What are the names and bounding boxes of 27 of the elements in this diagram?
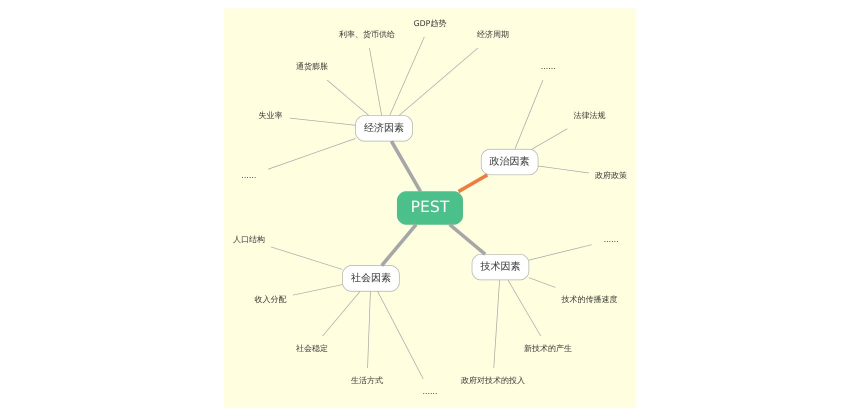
connector bbox=[530, 128, 568, 150]
connector bbox=[366, 291, 370, 368]
node-box: 经济因素 bbox=[354, 115, 412, 142]
connector bbox=[528, 244, 592, 260]
node-box: 政治因素 bbox=[480, 148, 538, 176]
connector bbox=[322, 291, 360, 336]
connector bbox=[528, 277, 556, 288]
connector bbox=[507, 280, 541, 336]
connector bbox=[380, 223, 417, 267]
connector bbox=[326, 80, 369, 116]
node-box: 社会因素 bbox=[342, 265, 400, 292]
connector bbox=[270, 246, 342, 270]
connector bbox=[492, 280, 500, 368]
connector bbox=[448, 223, 486, 256]
connector bbox=[289, 118, 356, 126]
connector bbox=[368, 48, 382, 116]
connector bbox=[398, 48, 478, 116]
connector bbox=[389, 140, 422, 192]
connector bbox=[388, 36, 424, 116]
connector bbox=[376, 290, 424, 380]
connector bbox=[537, 166, 589, 174]
node-box: 技术因素 bbox=[471, 254, 529, 280]
connector bbox=[292, 284, 342, 296]
node-box: PEST bbox=[396, 191, 463, 225]
connector bbox=[267, 138, 356, 170]
connector bbox=[514, 80, 543, 150]
connector bbox=[457, 173, 488, 194]
